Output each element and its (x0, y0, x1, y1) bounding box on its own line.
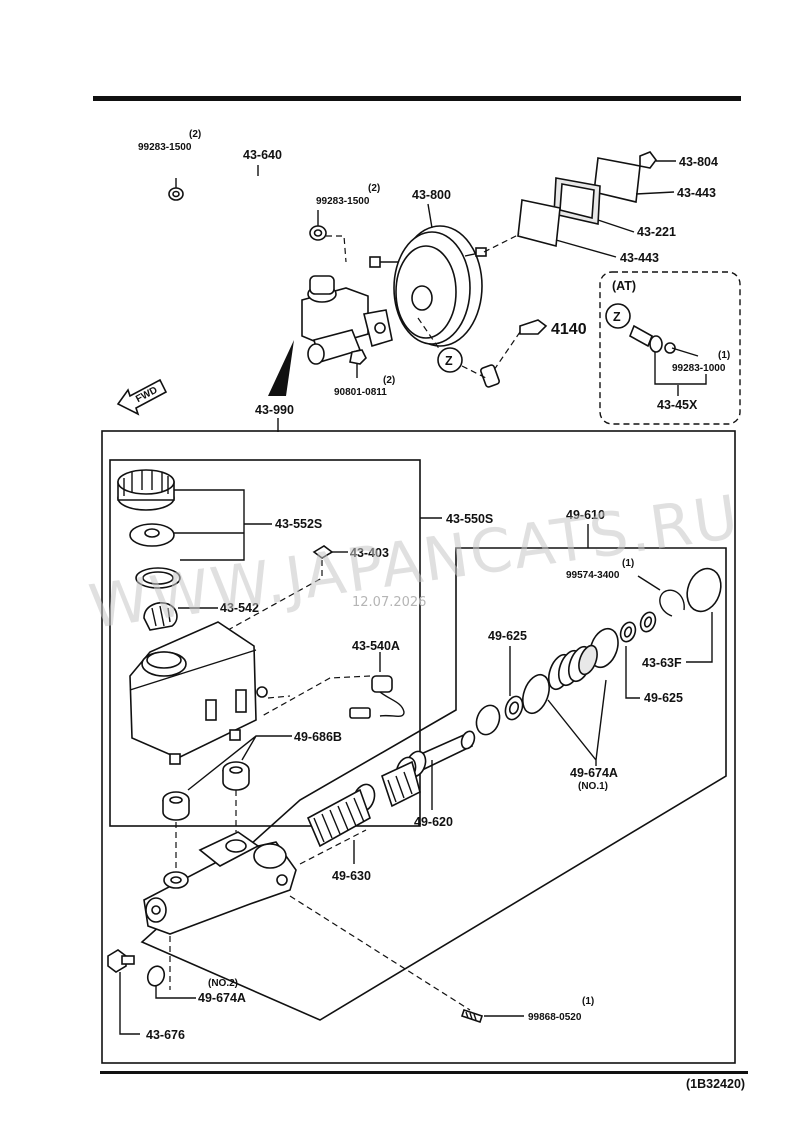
note-49-674a-no1: (NO.1) (578, 781, 608, 792)
assembly-box-43-990 (101, 430, 736, 1064)
label-99283-1000: 99283-1000 (672, 363, 726, 374)
check-valve-fitting[interactable] (628, 324, 676, 354)
label-49-610: 49-610 (566, 508, 605, 522)
z-marker-at: Z (605, 303, 631, 329)
o-ring-lower[interactable] (518, 671, 554, 717)
note-49-674a-no2: (NO.2) (208, 978, 238, 989)
label-49-674a-no1: 49-674A (570, 766, 618, 780)
strainer-43-542[interactable] (143, 602, 178, 631)
snap-ring-99574-3400[interactable] (659, 589, 685, 617)
hose-clamp-right[interactable] (309, 225, 327, 241)
grommet-b[interactable] (162, 791, 190, 821)
o-ring-49-674a-no2[interactable] (145, 964, 167, 988)
spacer-43-221[interactable] (553, 177, 601, 225)
label-43-550s: 43-550S (446, 512, 493, 526)
label-43-552s: 43-552S (275, 517, 322, 531)
primary-piston-49-620[interactable] (381, 702, 503, 808)
label-99283-1500-a: 99283-1500 (138, 142, 192, 153)
fwd-direction-arrow: FWD (116, 378, 168, 416)
piston-kit-box-49-610 (140, 547, 727, 1021)
washer-49-625-left[interactable] (502, 694, 525, 722)
qty-99574-3400: (1) (622, 558, 634, 569)
level-sensor-43-540a[interactable] (349, 675, 405, 719)
qty-99283-1500-a: (2) (189, 129, 201, 140)
figure-code: (1B32420) (686, 1077, 745, 1091)
label-49-674a-no2: 49-674A (198, 991, 246, 1005)
label-43-800: 43-800 (412, 188, 451, 202)
at-option-box (599, 271, 741, 425)
pin-part[interactable] (480, 364, 500, 388)
reservoir-tank[interactable] (129, 621, 268, 765)
label-99868-0520: 99868-0520 (528, 1012, 582, 1023)
gasket-43-443-b[interactable] (517, 199, 561, 248)
label-99283-1500-b: 99283-1500 (316, 196, 370, 207)
at-box-label: (AT) (612, 279, 636, 293)
return-spring-49-630[interactable] (306, 781, 378, 848)
date-stamp: 12.07.2026 (352, 595, 426, 610)
svg-text:Z: Z (613, 310, 621, 324)
brake-booster-43-800[interactable] (369, 225, 487, 347)
label-49-620: 49-620 (414, 815, 453, 829)
label-43-542: 43-542 (220, 601, 259, 615)
footer-rule (100, 1071, 748, 1074)
svg-text:Z: Z (445, 354, 453, 368)
label-43-63f: 43-63F (642, 656, 682, 670)
label-99574-3400: 99574-3400 (566, 570, 620, 581)
assembly-pointer (268, 340, 294, 396)
cap-seal-ring[interactable] (135, 567, 181, 589)
label-43-540a: 43-540A (352, 639, 400, 653)
qty-99283-1000: (1) (718, 350, 730, 361)
label-49-630: 49-630 (332, 869, 371, 883)
label-49-625-b: 49-625 (644, 691, 683, 705)
label-4140: 4140 (551, 321, 587, 338)
label-43-990: 43-990 (255, 403, 294, 417)
washer-49-625-right[interactable] (618, 610, 658, 644)
hose-clamp-left[interactable] (168, 187, 184, 201)
bleeder-bolt-43-676[interactable] (107, 949, 135, 973)
label-49-686b: 49-686B (294, 730, 342, 744)
cap-diaphragm[interactable] (129, 523, 175, 547)
label-43-45x: 43-45X (657, 398, 698, 412)
qty-99868-0520: (1) (582, 996, 594, 1007)
master-cylinder-assembly-top[interactable] (301, 275, 393, 365)
nut-43-804[interactable] (639, 151, 657, 169)
header-rule (93, 96, 741, 101)
label-43-403: 43-403 (350, 546, 389, 560)
qty-99283-1500-b: (2) (368, 183, 380, 194)
secondary-piston[interactable] (544, 643, 600, 692)
vacuum-hose-43-640[interactable] (175, 171, 301, 236)
label-43-443-b: 43-443 (620, 251, 659, 265)
screw-99868-0520[interactable] (460, 1008, 484, 1024)
qty-90801-0811: (2) (383, 375, 395, 386)
z-marker-main: Z (437, 347, 463, 373)
label-43-804: 43-804 (679, 155, 718, 169)
label-49-625-a: 49-625 (488, 629, 527, 643)
label-43-640: 43-640 (243, 148, 282, 162)
label-90801-0811: 90801-0811 (334, 387, 387, 398)
master-cylinder-body[interactable] (143, 831, 297, 935)
label-43-676: 43-676 (146, 1028, 185, 1042)
grommet-a[interactable] (222, 761, 250, 791)
reference-4140-arrow[interactable] (519, 319, 548, 335)
label-43-443-a: 43-443 (677, 186, 716, 200)
reservoir-box-43-550s (109, 459, 421, 827)
o-ring-43-63f[interactable] (681, 564, 726, 616)
label-43-221: 43-221 (637, 225, 676, 239)
gasket-43-443-a[interactable] (593, 157, 641, 203)
reservoir-cap[interactable] (117, 469, 175, 511)
